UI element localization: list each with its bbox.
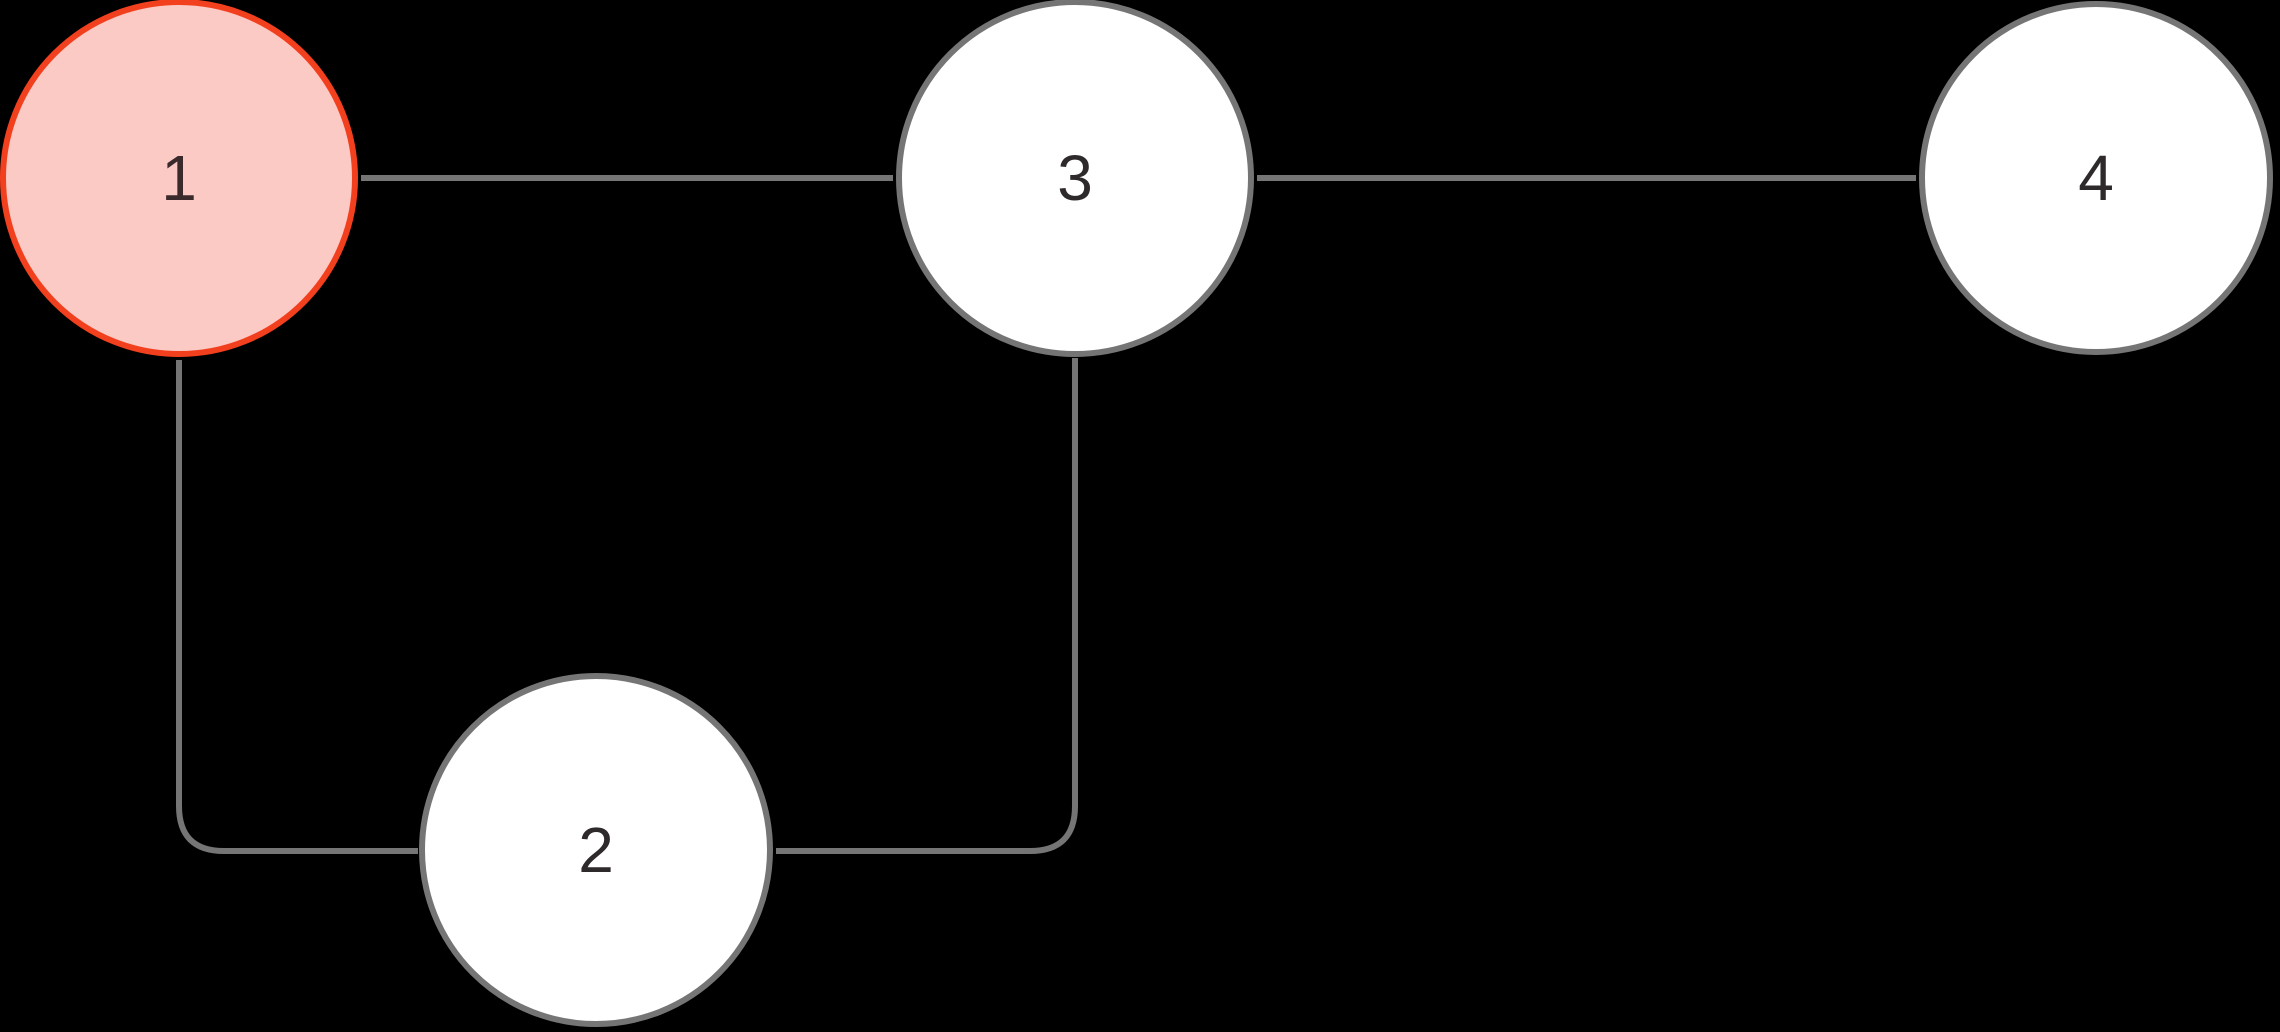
node-2[interactable]: 2: [419, 673, 773, 1027]
node-2-circle[interactable]: [419, 673, 773, 1027]
edge-layer: [176, 175, 1916, 854]
edge-2-3[interactable]: [776, 358, 1078, 854]
node-1-circle[interactable]: [0, 0, 358, 357]
node-3[interactable]: 3: [896, 0, 1254, 357]
edge-1-2[interactable]: [176, 360, 418, 854]
node-4[interactable]: 4: [1919, 1, 2273, 355]
node-3-circle[interactable]: [896, 0, 1254, 357]
node-1[interactable]: 1: [0, 0, 358, 357]
node-4-circle[interactable]: [1919, 1, 2273, 355]
